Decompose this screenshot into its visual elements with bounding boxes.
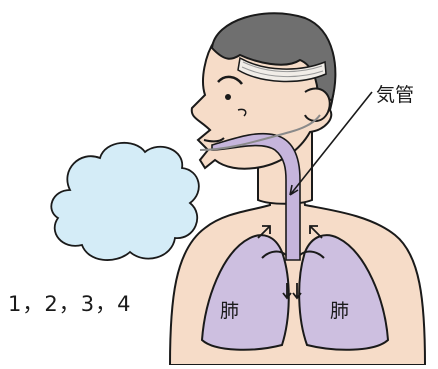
right-lung-label: 肺	[330, 296, 349, 323]
left-lung-label: 肺	[220, 296, 239, 323]
count-label: 1，2，3，4	[8, 288, 131, 318]
trachea-label: 気管	[376, 80, 414, 107]
ear	[305, 89, 330, 121]
eye	[225, 94, 231, 100]
breath-cloud	[51, 143, 199, 260]
